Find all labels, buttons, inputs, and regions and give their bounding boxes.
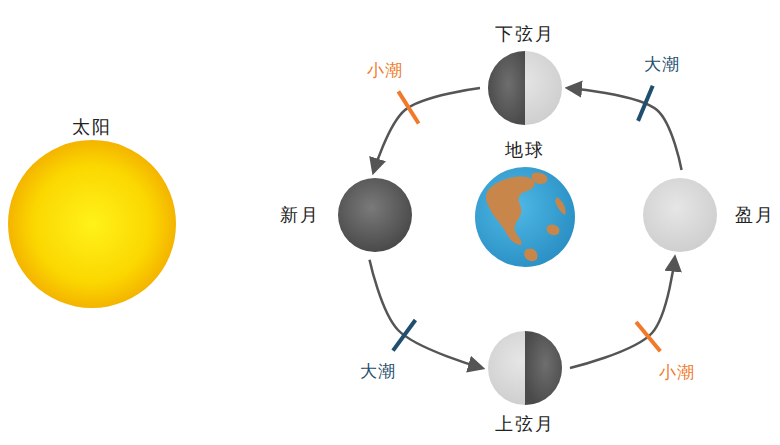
edge-group [568,86,682,170]
continent [486,177,535,246]
sun-disc [8,140,176,308]
tide-tick [393,320,415,351]
node-label: 盈月 [735,204,775,226]
moon-disc [488,331,562,405]
moon-phase: 盈月 [643,178,717,252]
node-label: 地球 [505,139,545,161]
sun-circle: 太阳 [8,140,176,308]
node-outline [488,331,562,405]
earth-globe: 地球 [475,167,575,267]
node-label: 新月 [280,204,320,226]
tide-label: 大潮 [642,54,682,74]
node-outline [488,51,562,125]
moon-disc [338,178,412,252]
moon-phase: 新月 [338,178,412,252]
edge-group [370,260,482,368]
node-label: 上弦月 [495,413,555,435]
tide-tick [636,322,660,351]
moon-disc [643,178,717,252]
ocean-disc [475,167,575,267]
moon-phase: 上弦月 [488,331,562,405]
node-label: 下弦月 [495,23,555,45]
moon-disc [488,51,562,125]
node-outline [8,140,176,308]
node-outline [338,178,412,252]
tide-label: 小潮 [657,362,697,382]
orbit-arrow [570,258,675,368]
continent [547,224,560,235]
tide-label: 大潮 [358,361,398,381]
moon-phase: 下弦月 [488,51,562,125]
moon-shadow [525,331,562,405]
tide-tick [398,91,418,123]
continent [532,172,548,184]
moon-shadow [488,51,525,125]
node-outline [475,167,575,267]
orbit-arrow [568,88,682,170]
edge-group [373,88,480,172]
node-outline [643,178,717,252]
edge-group [570,258,675,368]
orbit-arrow [373,88,480,172]
continent [555,197,566,215]
orbit-arrow [370,260,482,368]
tide-label: 小潮 [365,60,405,80]
node-label: 太阳 [72,116,112,138]
continent [524,248,537,261]
tide-tick [638,86,653,121]
